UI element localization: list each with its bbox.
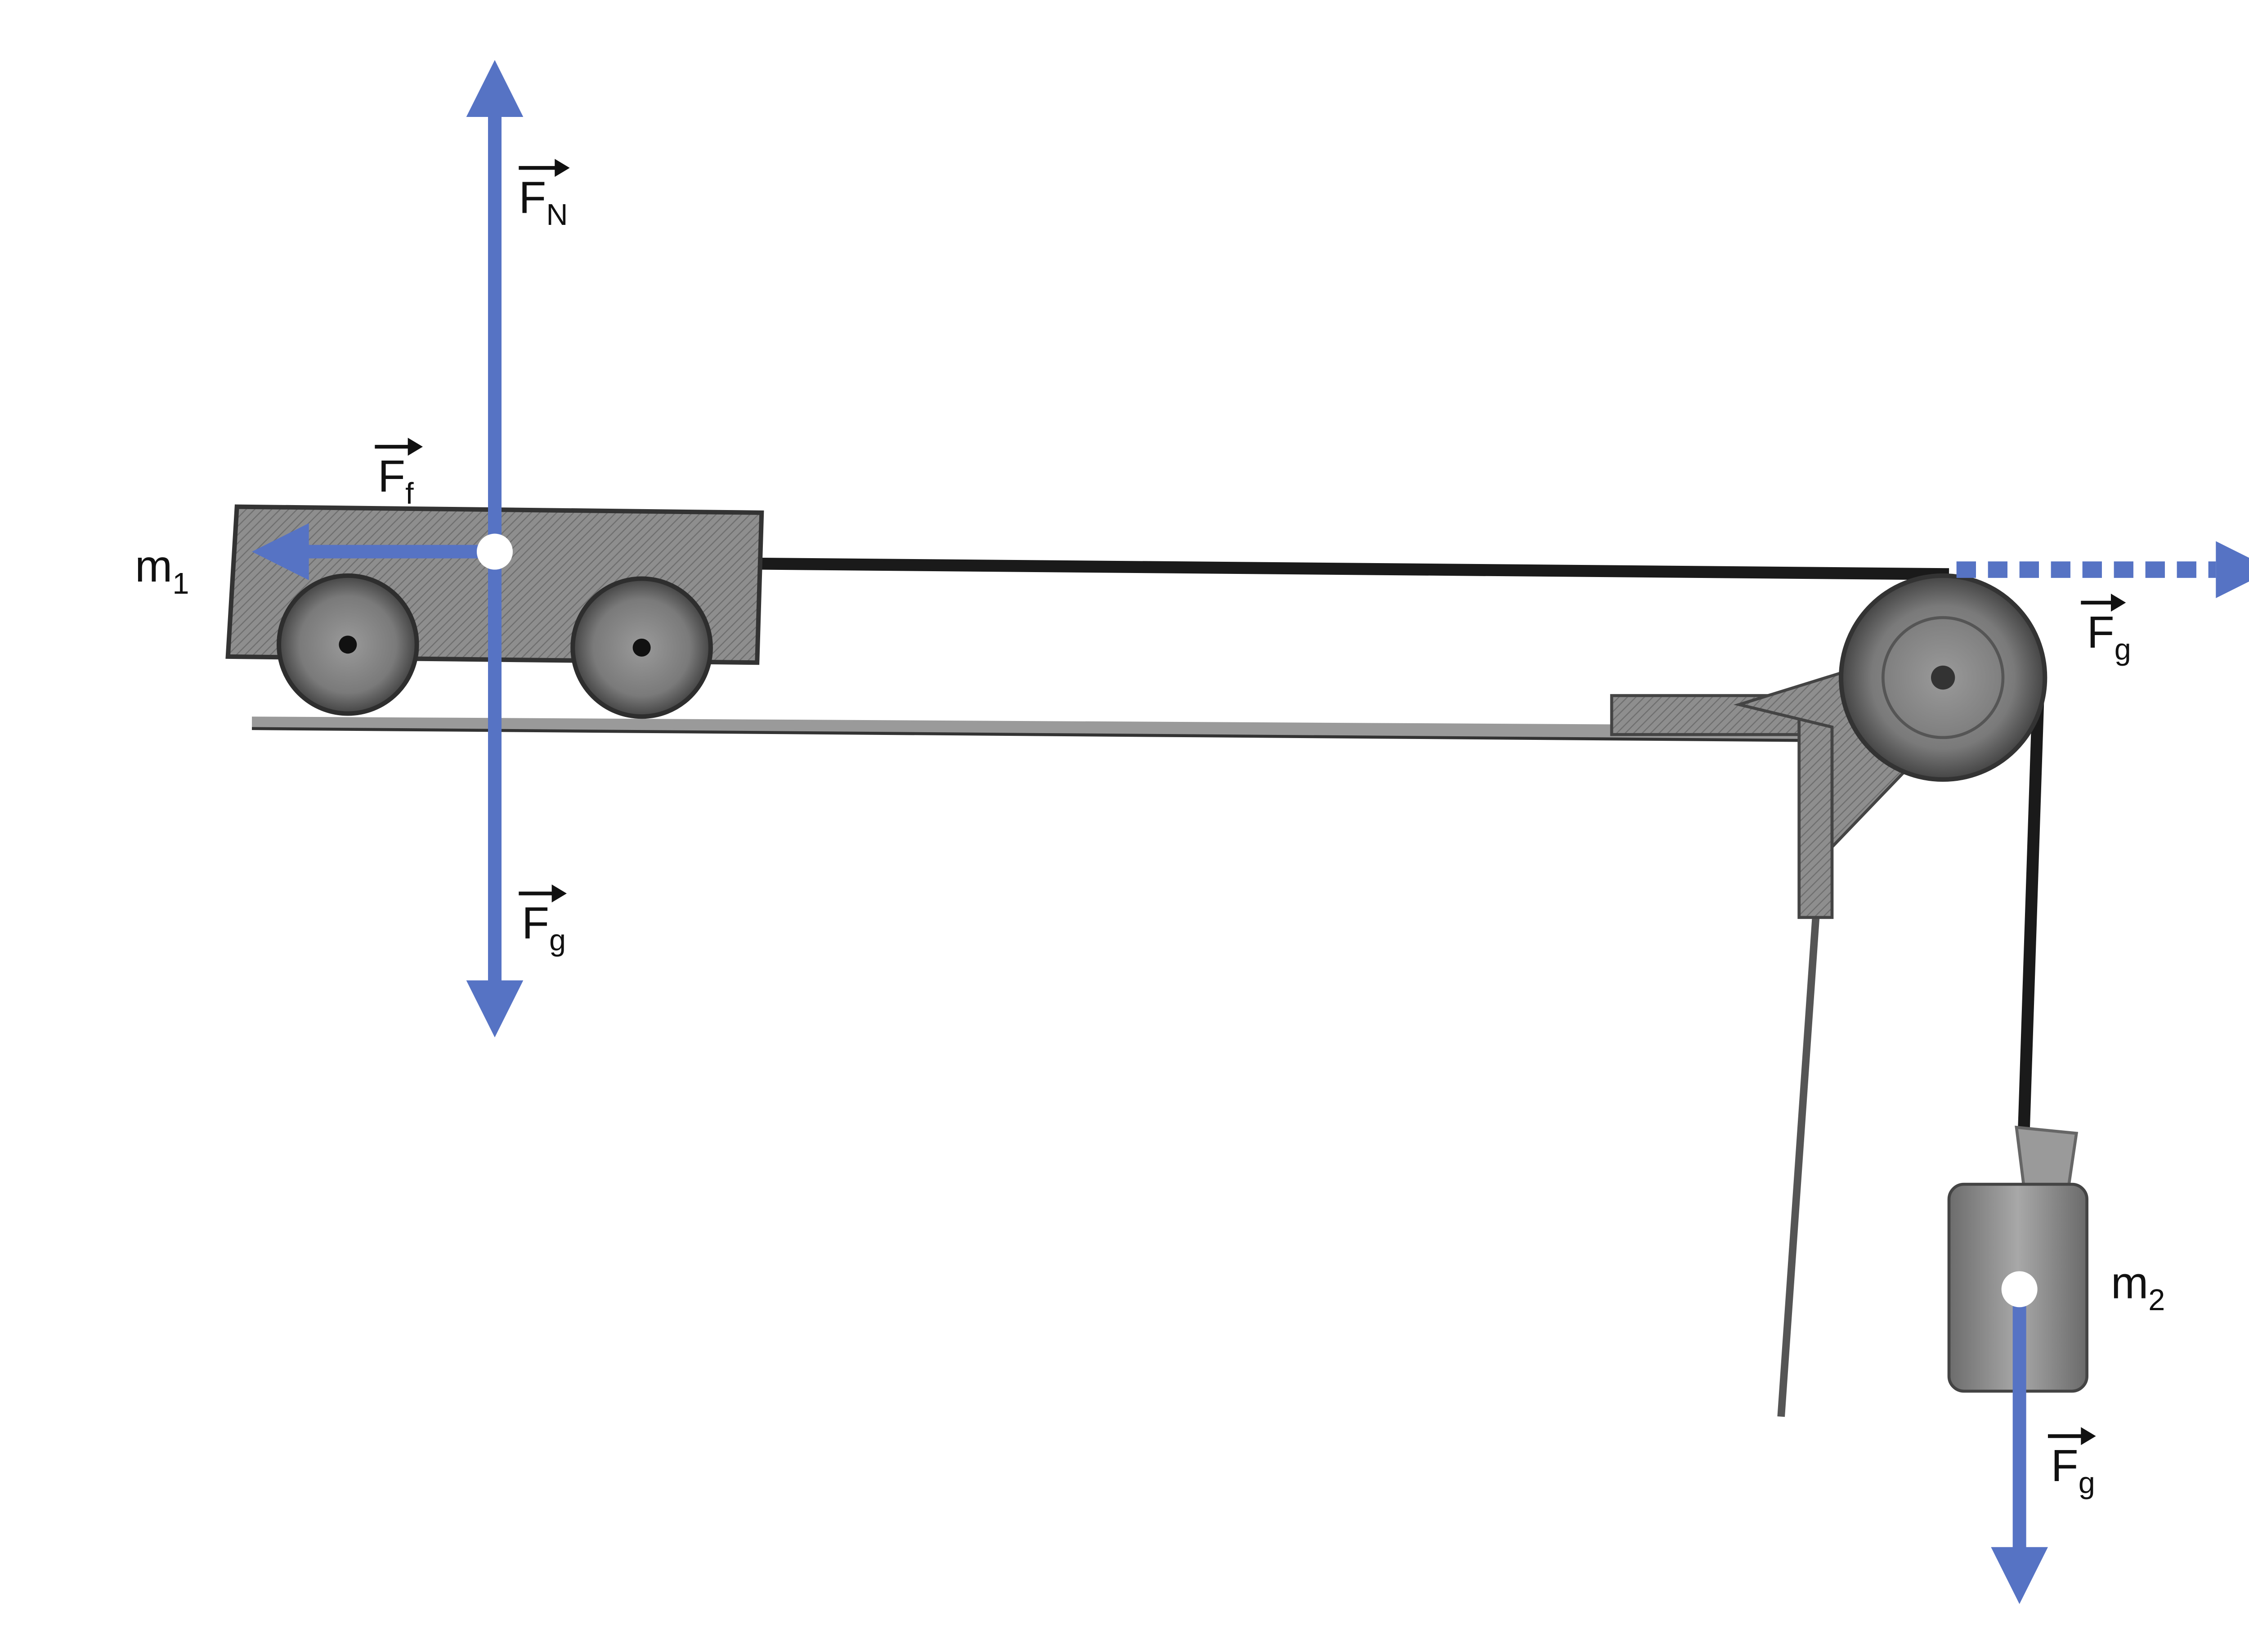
svg-text:Fg: Fg — [2051, 1441, 2095, 1500]
transferred-gravity-arrowhead — [2216, 541, 2249, 598]
label-gravity-m1: Fg — [519, 884, 567, 957]
m2-center-point — [2001, 1271, 2038, 1307]
svg-text:m2: m2 — [2111, 1258, 2165, 1317]
label-gravity-transferred: Fg — [2081, 593, 2131, 667]
m1-center-point — [476, 533, 513, 570]
cart-wheel — [277, 573, 419, 716]
label-normal-force: FN — [519, 159, 570, 232]
gravity-force-arrowhead-m1 — [466, 980, 524, 1038]
rope-horizontal — [757, 557, 1949, 580]
svg-text:Fg: Fg — [2087, 607, 2131, 667]
label-friction-force: Ff — [375, 438, 423, 510]
svg-text:m1: m1 — [135, 541, 189, 600]
label-m2: m2 — [2111, 1258, 2165, 1317]
table-edge — [251, 727, 1822, 742]
cart-wheel — [570, 576, 713, 719]
rope-vertical — [2018, 674, 2045, 1128]
table-leg — [1777, 899, 1821, 1417]
label-m1: m1 — [135, 541, 189, 600]
svg-text:Ff: Ff — [378, 451, 414, 510]
svg-text:FN: FN — [519, 172, 568, 232]
svg-text:Fg: Fg — [522, 898, 566, 957]
normal-force-arrowhead — [466, 60, 524, 117]
pulley — [1839, 573, 2047, 782]
gravity-force-arrowhead-m2 — [1991, 1547, 2048, 1604]
table-surface — [252, 716, 1822, 741]
label-gravity-m2: Fg — [2047, 1427, 2096, 1500]
friction-force-arrowhead — [252, 523, 309, 580]
